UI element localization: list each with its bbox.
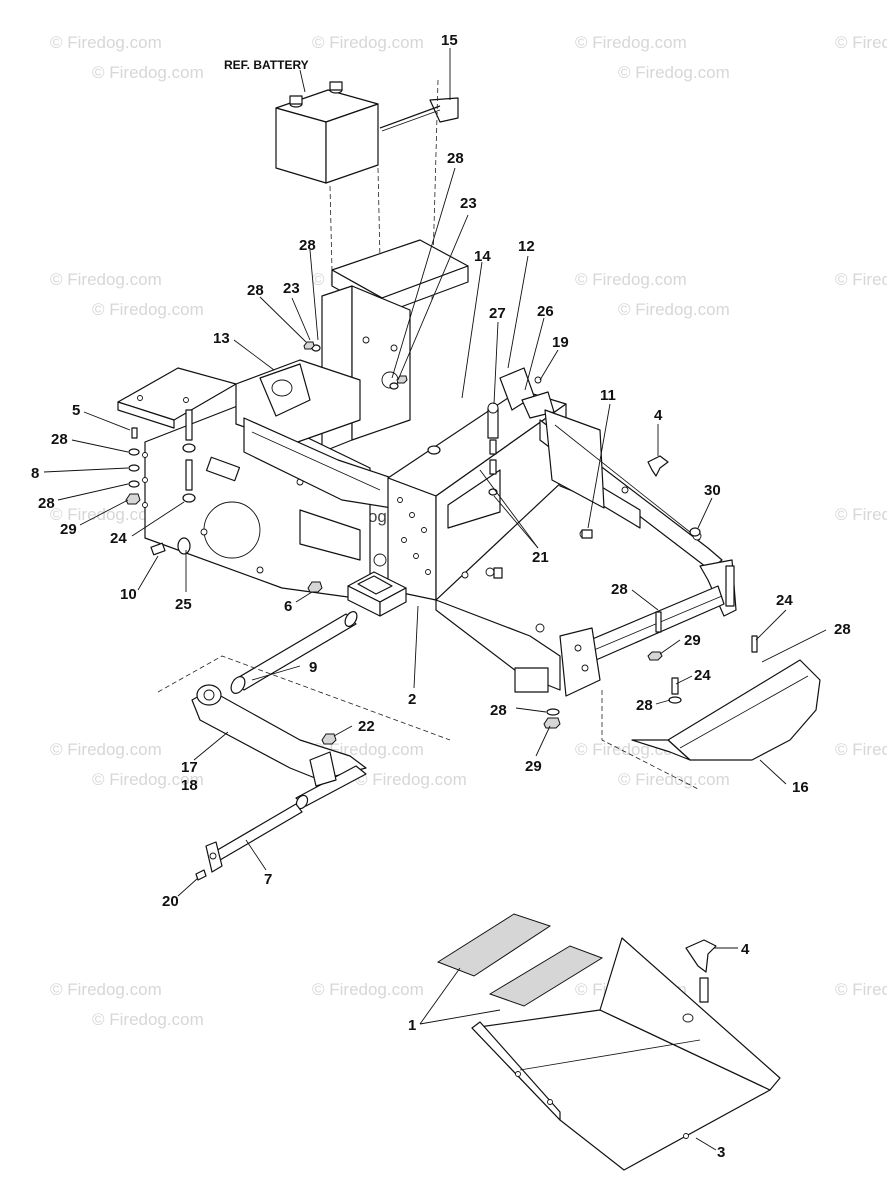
- watermark: © Firedog.com: [50, 740, 162, 759]
- watermark: © Firedog.com: [618, 63, 730, 82]
- callout-11: 11: [600, 387, 616, 404]
- floor-pan: [471, 937, 781, 1171]
- watermark: © Firedog.com: [92, 1010, 204, 1029]
- callout-21: 21: [532, 549, 549, 566]
- frame-lower-beam: [435, 585, 725, 697]
- callout-4: 4: [654, 407, 663, 424]
- watermark: © Firedog.com: [50, 980, 162, 999]
- callouts: 15 28 23 28 14 12 28 23 27 26 13 19 5 11…: [31, 32, 851, 1161]
- callout-22: 22: [358, 718, 375, 735]
- frame-right-panel: [373, 389, 567, 601]
- callout-27: 27: [489, 305, 506, 322]
- callout-29: 29: [60, 521, 77, 538]
- watermark: © Firedog.com: [835, 740, 887, 759]
- shaft-tube: [230, 611, 358, 694]
- callout-28: 28: [611, 581, 628, 598]
- callout-10: 10: [120, 586, 137, 603]
- callout-29: 29: [684, 632, 701, 649]
- leader-lines: [43, 48, 827, 1151]
- callout-14: 14: [474, 248, 491, 265]
- frame-cross-channel: [243, 417, 393, 561]
- callout-4: 4: [741, 941, 750, 958]
- callout-23: 23: [283, 280, 300, 297]
- watermark: © Firedog.com: [575, 270, 687, 289]
- callout-28: 28: [834, 621, 851, 638]
- callout-17: 17: [181, 759, 198, 776]
- callout-28: 28: [247, 282, 264, 299]
- floor-mats: [436, 913, 604, 1007]
- watermark: © Firedog.com: [618, 770, 730, 789]
- front-pin-shaft: [195, 803, 303, 881]
- ref-battery-label: REF. BATTERY: [224, 58, 309, 72]
- callout-26: 26: [537, 303, 554, 320]
- watermark: © Firedog.com: [835, 33, 887, 52]
- watermark: © Firedog.com: [50, 505, 162, 524]
- watermark: © Firedog.com: [92, 770, 204, 789]
- callout-5: 5: [72, 402, 80, 419]
- callout-18: 18: [181, 777, 198, 794]
- callout-28: 28: [490, 702, 507, 719]
- callout-24: 24: [694, 667, 711, 684]
- callout-7: 7: [264, 871, 272, 888]
- callout-28: 28: [38, 495, 55, 512]
- watermark: © Firedog.com: [92, 300, 204, 319]
- callout-12: 12: [518, 238, 535, 255]
- callout-29: 29: [525, 758, 542, 775]
- watermark: © Firedog.com: [618, 300, 730, 319]
- knob-lower: [685, 939, 717, 1003]
- callout-24: 24: [776, 592, 793, 609]
- callout-19: 19: [552, 334, 569, 351]
- watermark: © Firedog.com: [50, 270, 162, 289]
- watermark: © Firedog.com: [835, 270, 887, 289]
- watermark: © Firedog.com: [92, 63, 204, 82]
- callout-9: 9: [309, 659, 317, 676]
- hardware: [125, 341, 758, 745]
- frame-rear-arms: [539, 409, 737, 617]
- callout-28: 28: [636, 697, 653, 714]
- callout-6: 6: [284, 598, 292, 615]
- watermark: © Firedog.com: [575, 33, 687, 52]
- watermark: © Firedog.com: [312, 980, 424, 999]
- watermark: © Firedog.com: [355, 770, 467, 789]
- watermark: © Firedog.com: [312, 33, 424, 52]
- callout-15: 15: [441, 32, 458, 49]
- callout-20: 20: [162, 893, 179, 910]
- battery-hold-down: [379, 79, 459, 301]
- callout-3: 3: [717, 1144, 725, 1161]
- callout-24: 24: [110, 530, 127, 547]
- callout-28: 28: [51, 431, 68, 448]
- callout-28: 28: [447, 150, 464, 167]
- watermark: © Firedog.com: [50, 33, 162, 52]
- battery: [275, 81, 381, 271]
- callout-28: 28: [299, 237, 316, 254]
- rear-cover: [601, 659, 821, 791]
- pivot-block: [347, 571, 407, 617]
- watermark: © Firedog.com: [835, 505, 887, 524]
- frame-top-deck: [117, 359, 361, 445]
- watermark: © Firedog.com: [835, 980, 887, 999]
- callout-25: 25: [175, 596, 192, 613]
- front-axle-arm: [157, 655, 451, 810]
- callout-16: 16: [792, 779, 809, 796]
- callout-23: 23: [460, 195, 477, 212]
- callout-13: 13: [213, 330, 230, 347]
- callout-8: 8: [31, 465, 39, 482]
- callout-30: 30: [704, 482, 721, 499]
- callout-1: 1: [408, 1017, 416, 1034]
- callout-2: 2: [408, 691, 416, 708]
